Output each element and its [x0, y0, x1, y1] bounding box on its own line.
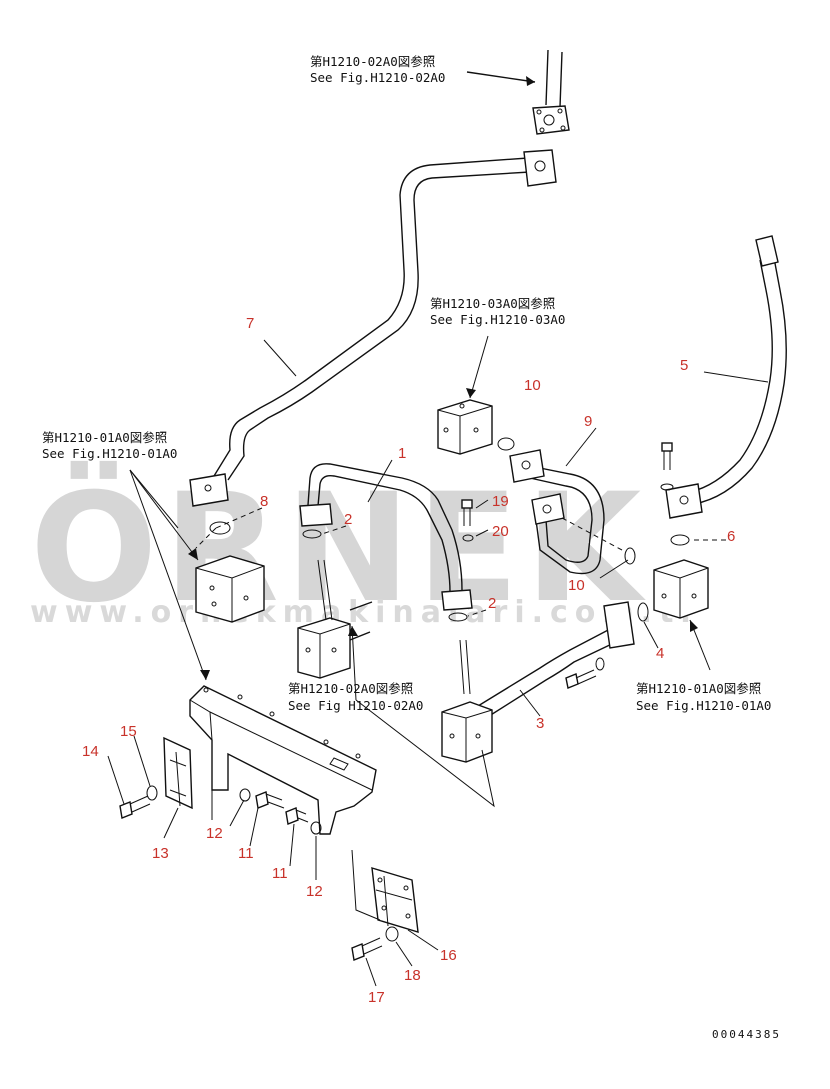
leader-line [466, 71, 536, 83]
pipe-1 [299, 463, 473, 611]
top-flange-stub [532, 49, 570, 135]
block-01a0-left [195, 555, 265, 623]
svg-text:第H1210-02A0図参照: 第H1210-02A0図参照 [310, 54, 435, 69]
part-label-5: 5 [680, 357, 688, 374]
bolt-11b [285, 807, 309, 825]
part-label-10: 10 [524, 377, 541, 394]
ref-03a0: 第H1210-03A0図参照 See Fig.H1210-03A0 [430, 296, 565, 327]
leader-lines [107, 335, 769, 987]
part-label-13: 13 [152, 845, 169, 862]
svg-text:See Fig.H1210-02A0: See Fig.H1210-02A0 [310, 70, 445, 85]
part-label-2: 2 [488, 595, 496, 612]
block-01a0-right [653, 559, 709, 619]
block-03a0 [437, 399, 493, 455]
svg-text:See Fig.H1210-01A0: See Fig.H1210-01A0 [636, 698, 771, 713]
pipe-9 [509, 449, 605, 575]
part-label-15: 15 [120, 723, 137, 740]
ref-02a0-mid: 第H1210-02A0図参照 See Fig H1210-02A0 [288, 681, 423, 713]
part-label-1: 1 [398, 445, 406, 462]
bracket-16 [371, 867, 419, 933]
svg-text:第H1210-03A0図参照: 第H1210-03A0図参照 [430, 296, 555, 311]
part-label-7: 7 [246, 315, 254, 332]
washer-12a [239, 788, 251, 802]
part-label-4: 4 [656, 645, 664, 662]
arrow-head [526, 76, 535, 86]
ref-01a0-right: 第H1210-01A0図参照 See Fig.H1210-01A0 [636, 681, 771, 713]
washer-15 [146, 785, 158, 801]
drawing-code: 00044385 [712, 1028, 781, 1041]
oring-10a [497, 437, 515, 451]
oring-4 [637, 602, 649, 622]
ref-01a0-left: 第H1210-01A0図参照 See Fig.H1210-01A0 [42, 430, 177, 461]
part-label-18: 18 [404, 967, 421, 984]
oring-8 [209, 521, 231, 535]
part-numbers: 1 2 2 3 4 5 6 7 8 9 10 10 11 11 12 12 13… [82, 315, 735, 1006]
oring-2b [448, 612, 468, 622]
part-label-11: 11 [272, 865, 288, 882]
svg-text:See Fig.H1210-01A0: See Fig.H1210-01A0 [42, 446, 177, 461]
part-label-20: 20 [492, 523, 509, 540]
part-label-12: 12 [306, 883, 323, 900]
part-label-8: 8 [260, 493, 268, 510]
part-label-16: 16 [440, 947, 457, 964]
part-label-6: 6 [727, 528, 735, 545]
svg-text:第H1210-01A0図参照: 第H1210-01A0図参照 [636, 681, 761, 696]
bolt-17 [351, 937, 383, 961]
pipe-5 [665, 235, 787, 519]
bolt-19 [461, 499, 473, 526]
pipe-7 [189, 149, 557, 507]
pipe-3 [477, 601, 635, 719]
dashed-leaders [195, 507, 726, 617]
part-label-19: 19 [492, 493, 509, 510]
bolt-group-right [660, 442, 674, 491]
bolt-11a [255, 791, 285, 809]
svg-text:第H1210-02A0図参照: 第H1210-02A0図参照 [288, 681, 413, 696]
block-02a0-mid [297, 601, 373, 679]
long-bolt-b [459, 639, 471, 695]
part-label-3: 3 [536, 715, 544, 732]
long-bolt-a [317, 559, 333, 621]
oring-10b [624, 547, 636, 565]
washer-12b [310, 821, 322, 835]
part-label-17: 17 [368, 989, 385, 1006]
part-label-12: 12 [206, 825, 223, 842]
part-label-10: 10 [568, 577, 585, 594]
washer-20 [462, 534, 474, 542]
ref-02a0-top: 第H1210-02A0図参照 See Fig.H1210-02A0 [310, 54, 445, 85]
part-label-9: 9 [584, 413, 592, 430]
block-3 [441, 701, 493, 763]
bracket-16-leader [351, 849, 381, 921]
svg-text:第H1210-01A0図参照: 第H1210-01A0図参照 [42, 430, 167, 445]
svg-text:See Fig H1210-02A0: See Fig H1210-02A0 [288, 698, 423, 713]
svg-text:See Fig.H1210-03A0: See Fig.H1210-03A0 [430, 312, 565, 327]
bolt-14 [119, 795, 151, 819]
part-label-2: 2 [344, 511, 352, 528]
oring-6 [670, 534, 690, 546]
part-label-11: 11 [238, 845, 254, 862]
part-label-14: 14 [82, 743, 99, 760]
watermark-url: www.ornekmakinalari.com.tr [30, 595, 702, 630]
oring-2a [302, 529, 322, 539]
bracket-13 [163, 736, 193, 810]
bracket-frame [189, 685, 377, 835]
washer-18 [385, 926, 399, 942]
bolt-group-3 [565, 657, 605, 689]
